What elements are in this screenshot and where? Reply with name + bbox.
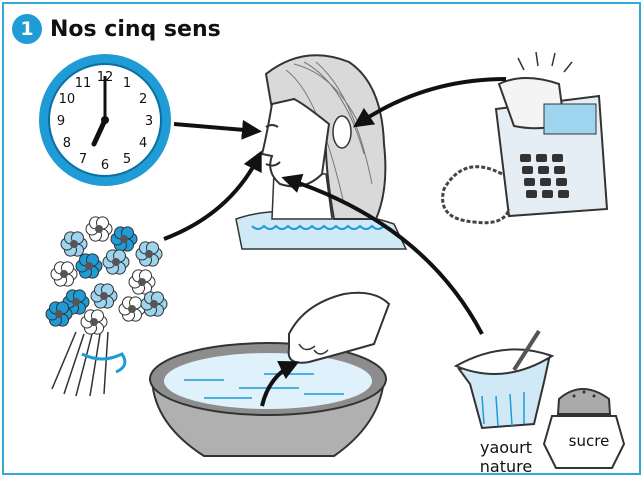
flower-head xyxy=(111,227,137,251)
sugar-label: sucre xyxy=(557,432,621,451)
flower-head xyxy=(86,217,112,241)
illustration: 121234567891011 xyxy=(4,4,639,473)
flower-heads xyxy=(46,217,167,334)
flower-head xyxy=(119,297,145,321)
flower-head xyxy=(103,250,129,274)
phone-key xyxy=(538,166,549,174)
phone-key xyxy=(524,178,535,186)
phone-key xyxy=(542,190,553,198)
clock-number: 1 xyxy=(123,76,131,91)
flower-head xyxy=(91,284,117,308)
phone-key xyxy=(520,154,531,162)
clock-number: 3 xyxy=(145,114,153,129)
sugar-shaker-icon xyxy=(544,389,624,468)
flower-head xyxy=(76,254,102,278)
flower-head xyxy=(51,262,77,286)
flower-head xyxy=(61,232,87,256)
arrow-clock-to-eye xyxy=(174,124,256,131)
basin-icon xyxy=(150,293,389,456)
phone-key xyxy=(526,190,537,198)
flower-head xyxy=(129,270,155,294)
phone-key xyxy=(554,166,565,174)
clock-number: 5 xyxy=(123,152,131,167)
yogurt-label-line1: yaourt xyxy=(466,438,546,457)
clock-number: 11 xyxy=(75,76,92,91)
flower-head xyxy=(46,302,72,326)
yogurt-label: yaourt nature xyxy=(466,438,546,475)
phone-key xyxy=(556,178,567,186)
clock-number: 8 xyxy=(63,136,71,151)
flower-head xyxy=(141,292,167,316)
yogurt-label-line2: nature xyxy=(466,457,546,475)
phone-key xyxy=(552,154,563,162)
clock-icon: 121234567891011 xyxy=(39,54,171,186)
phone-key xyxy=(540,178,551,186)
clock-number: 6 xyxy=(101,158,109,173)
flowers-icon xyxy=(46,217,167,396)
clock-number: 10 xyxy=(59,92,76,107)
flower-head xyxy=(81,310,107,334)
clock-number: 9 xyxy=(57,114,65,129)
clock-number: 2 xyxy=(139,92,147,107)
phone-key xyxy=(522,166,533,174)
clock-number: 7 xyxy=(79,152,87,167)
telephone-icon xyxy=(443,52,607,223)
phone-key xyxy=(536,154,547,162)
flower-head xyxy=(136,242,162,266)
clock-number: 4 xyxy=(139,136,147,151)
girl-illustration xyxy=(236,55,406,249)
yogurt-icon xyxy=(456,331,552,428)
phone-key xyxy=(558,190,569,198)
